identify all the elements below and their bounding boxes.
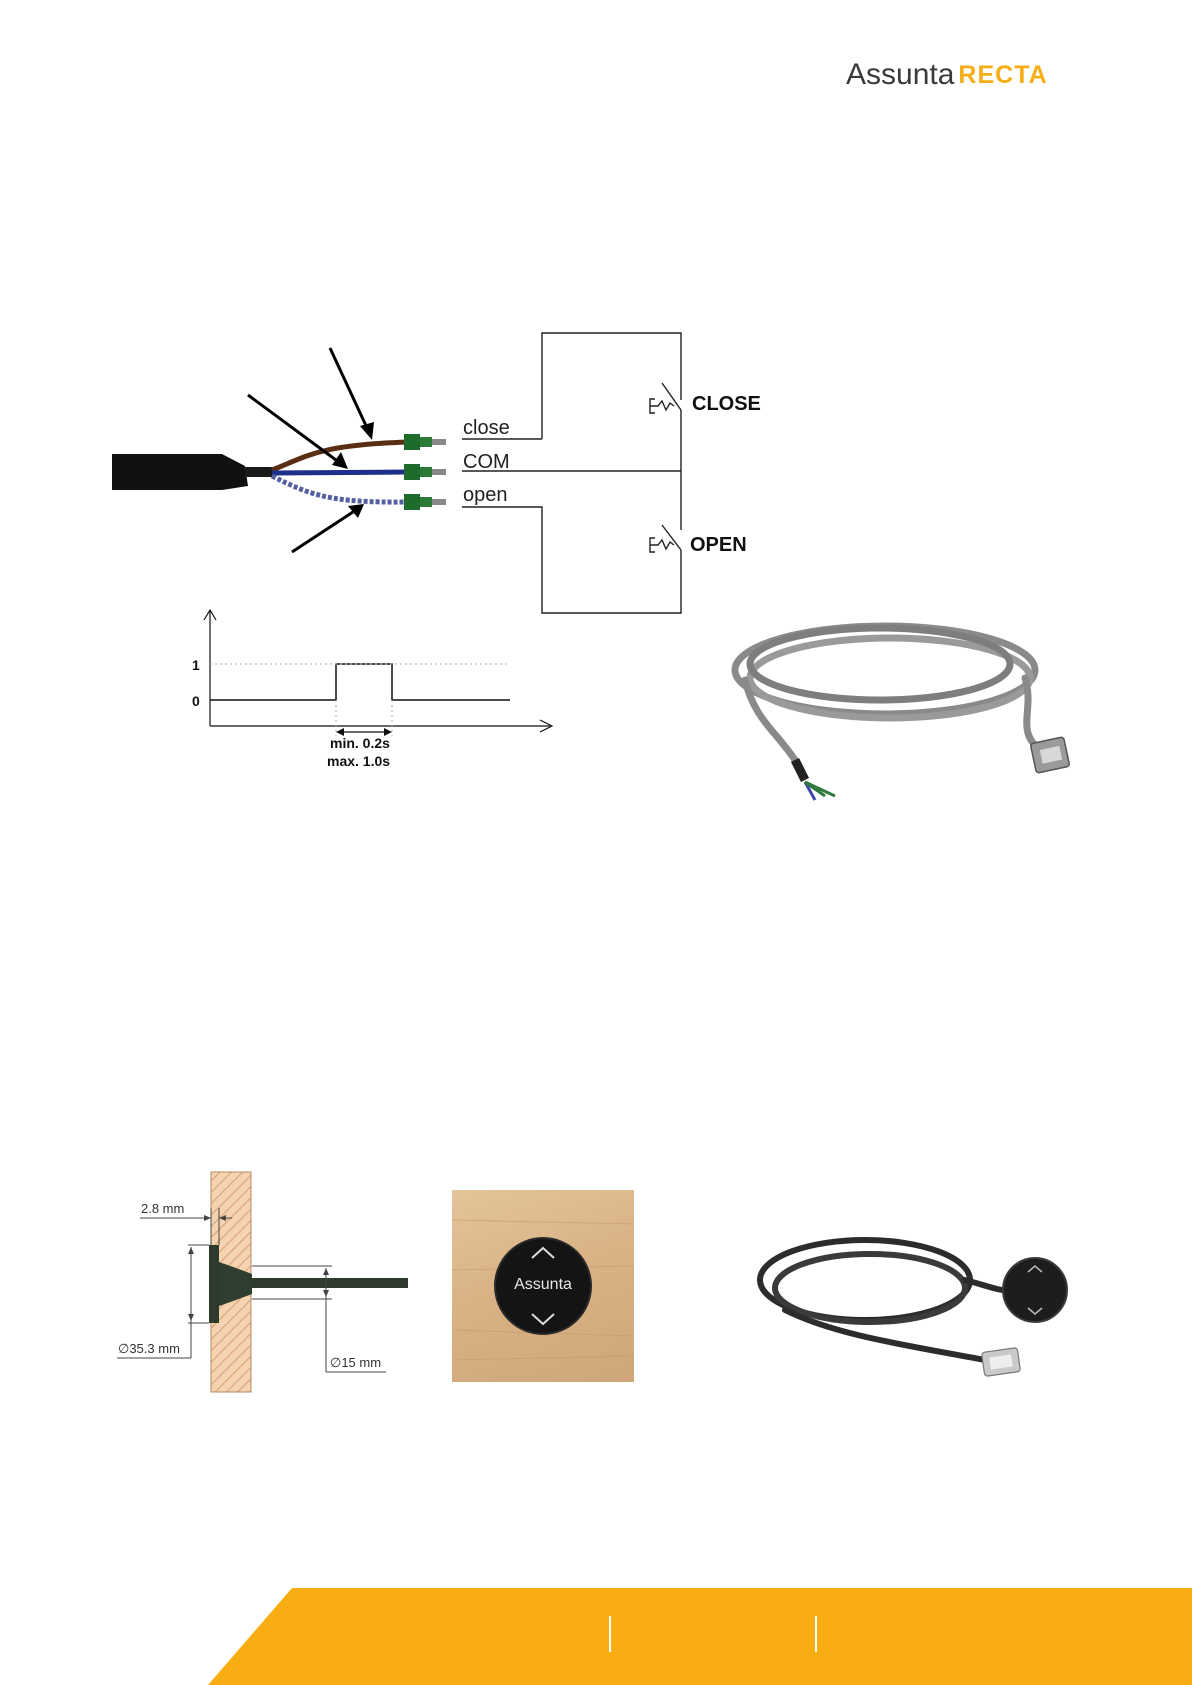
dim-thickness: 2.8 mm [141,1202,184,1215]
footer-band [0,1588,1192,1685]
button-on-wood-photo: Assunta [452,1190,634,1382]
rj-plug-2 [982,1348,1021,1377]
button-puck [1003,1258,1067,1322]
footer-separator-2 [815,1616,817,1652]
button-cable [252,1278,408,1288]
dim-button-diameter: ∅35.3 mm [118,1342,180,1355]
dim-hole-diameter: ∅15 mm [330,1356,381,1369]
button-flange [209,1245,219,1323]
footer-separator-1 [609,1616,611,1652]
button-face-brand: Assunta [452,1276,634,1294]
button-cable-photo [745,1210,1075,1380]
